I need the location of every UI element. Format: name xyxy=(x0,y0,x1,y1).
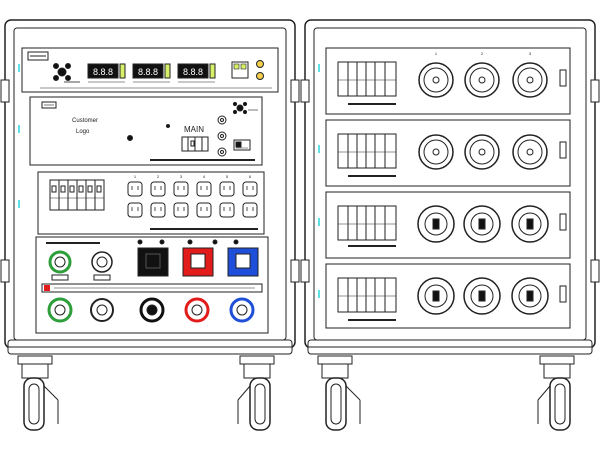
left-latch-l1 xyxy=(0,79,10,103)
outlet-col-1: 1 xyxy=(134,174,137,179)
connector-blue-bottom[interactable] xyxy=(229,297,255,323)
outlet-col-5: 5 xyxy=(226,174,229,179)
panel-screw-icon xyxy=(127,135,133,141)
camlok-black[interactable] xyxy=(137,247,169,277)
outlet[interactable] xyxy=(150,181,166,197)
left-cyan-marker-2 xyxy=(18,125,20,133)
outlet-row-top xyxy=(127,181,258,197)
branch-breakers xyxy=(49,179,105,211)
main-breaker-panel: Customer Logo MAIN xyxy=(29,96,263,166)
amber-lamp-1-icon xyxy=(256,60,264,68)
outlet[interactable] xyxy=(127,202,143,218)
amber-lamp-2-icon xyxy=(256,72,264,80)
left-latch-r2 xyxy=(290,259,300,283)
outlet[interactable] xyxy=(196,202,212,218)
connector-red-bottom[interactable] xyxy=(184,297,210,323)
right-caster-2 xyxy=(537,355,575,431)
twistlock-panel-4 xyxy=(325,263,571,329)
outlet[interactable] xyxy=(242,181,258,197)
outlet-col-6: 6 xyxy=(249,174,252,179)
outlet[interactable] xyxy=(219,181,235,197)
connector-white-bottom[interactable] xyxy=(90,298,114,322)
outlet[interactable] xyxy=(173,181,189,197)
outlet-col-3: 3 xyxy=(180,174,183,179)
meter-display-1-text: 8.8.8 xyxy=(93,67,113,77)
customer-logo-line1: Customer xyxy=(72,118,98,124)
meter-display-3: 8.8.8 xyxy=(177,63,216,83)
meter-display-2: 8.8.8 xyxy=(132,63,171,83)
brand-logo-icon xyxy=(53,63,80,83)
panel-1-num-2: 2 xyxy=(481,51,484,56)
powercon-white-top[interactable] xyxy=(91,251,113,281)
left-latch-r1 xyxy=(290,79,300,103)
meter-display-3-text: 8.8.8 xyxy=(183,67,203,77)
panel-1-num-3: 3 xyxy=(529,51,532,56)
meter-display-1: 8.8.8 xyxy=(87,63,126,83)
outlet-row-bottom xyxy=(127,202,258,218)
brand-logo-small-icon xyxy=(232,101,258,115)
outlet[interactable] xyxy=(242,202,258,218)
right-caster-1 xyxy=(317,355,361,431)
left-latch-l2 xyxy=(0,259,10,283)
powercon-green-top[interactable] xyxy=(48,250,72,281)
left-cyan-marker-1 xyxy=(18,64,20,72)
main-breaker-label: MAIN xyxy=(184,125,204,134)
connector-black-bottom[interactable] xyxy=(139,297,165,323)
twistlock-panel-1: 1 2 3 xyxy=(325,47,571,115)
connector-green-bottom[interactable] xyxy=(47,297,73,323)
outlet[interactable] xyxy=(173,202,189,218)
panel-1-num-1: 1 xyxy=(435,51,438,56)
twistlock-panel-2 xyxy=(325,119,571,187)
left-caster-2 xyxy=(237,355,275,431)
outlet[interactable] xyxy=(150,202,166,218)
outlet-panel: 1 2 3 4 5 6 xyxy=(37,171,265,235)
twistlock-panel-3 xyxy=(325,191,571,259)
connector-panel xyxy=(35,236,269,334)
right-rack: 1 2 3 xyxy=(300,19,600,431)
left-cyan-marker-3 xyxy=(18,200,20,208)
outlet[interactable] xyxy=(196,181,212,197)
camlok-red[interactable] xyxy=(182,247,214,277)
outlet[interactable] xyxy=(219,202,235,218)
outlet-col-4: 4 xyxy=(203,174,206,179)
left-rack: 8.8.8 8.8.8 8.8.8 xyxy=(0,19,300,431)
outlet[interactable] xyxy=(127,181,143,197)
outlet-col-2: 2 xyxy=(157,174,160,179)
meter-display-2-text: 8.8.8 xyxy=(138,67,158,77)
customer-logo-line2: Logo xyxy=(76,129,90,135)
meter-panel: 8.8.8 8.8.8 8.8.8 xyxy=(21,47,279,93)
left-caster-1 xyxy=(17,355,59,431)
